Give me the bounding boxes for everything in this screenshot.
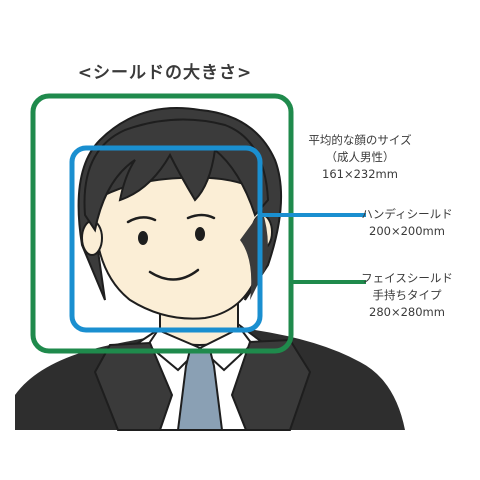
face-shield-name: フェイスシールド <box>361 271 453 285</box>
handy-shield-outline <box>69 145 263 333</box>
handy-shield-name: ハンディシールド <box>361 207 453 221</box>
handy-shield-label: ハンディシールド 200×200mm <box>352 206 462 240</box>
mouth-smile <box>148 268 200 281</box>
face-size-heading: 平均的な顔のサイズ <box>308 133 412 147</box>
face-shield-dimensions: 280×280mm <box>369 305 445 319</box>
face-size-subject: （成人男性） <box>325 150 395 164</box>
diagram-title: <シールドの大きさ> <box>77 63 253 83</box>
face-size-dimensions: 161×232mm <box>322 167 398 181</box>
eyebrow-left <box>126 216 157 224</box>
lapel-left <box>93 341 174 431</box>
average-face-size-label: 平均的な顔のサイズ （成人男性） 161×232mm <box>300 132 420 183</box>
lapel-right <box>230 338 312 431</box>
handy-shield-dimensions: 200×200mm <box>369 224 445 238</box>
eyebrow-right <box>186 213 216 220</box>
face-shield-outline <box>30 93 294 354</box>
eye-left <box>138 231 148 245</box>
eye-right <box>195 227 205 241</box>
face-shield-type: 手持ちタイプ <box>372 288 442 302</box>
face-shield-label: フェイスシールド 手持ちタイプ 280×280mm <box>352 270 462 321</box>
